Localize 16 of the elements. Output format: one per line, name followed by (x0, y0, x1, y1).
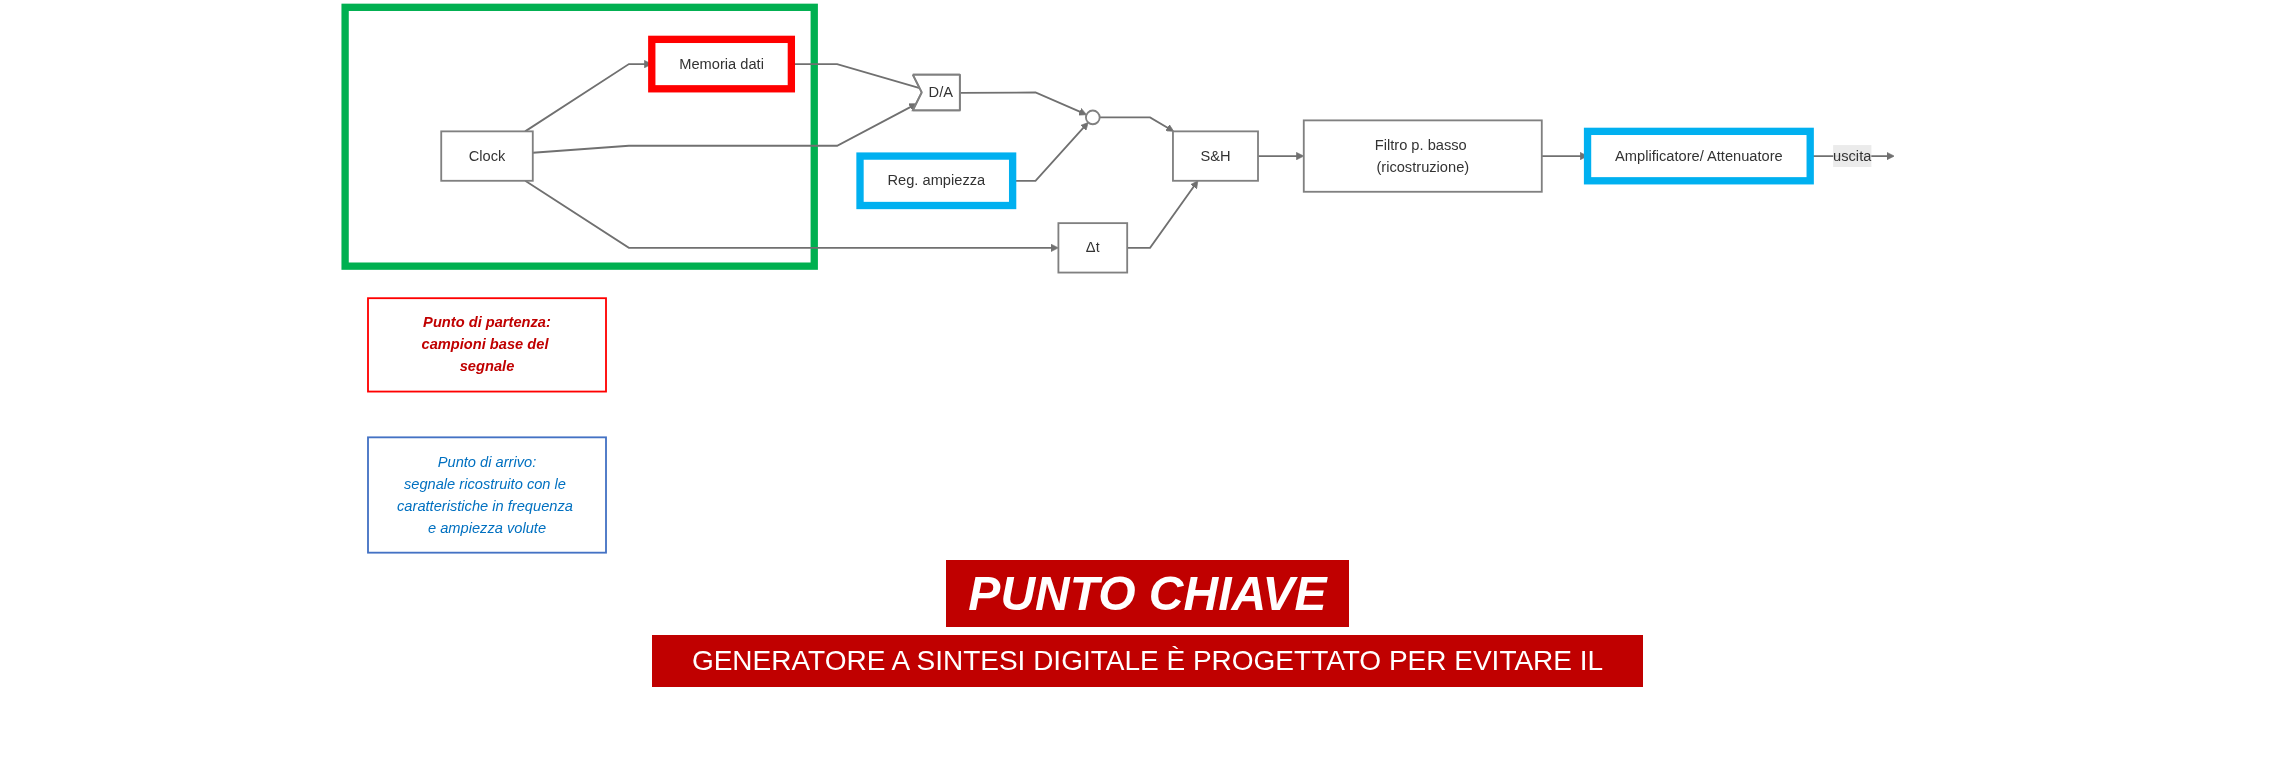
cluster (341, 3, 819, 270)
node-box: Clock (440, 130, 535, 182)
node-box: Filtro p. basso (ricostruzione) (1303, 119, 1544, 193)
node-circle (1085, 109, 1101, 126)
edge-label: uscita (1833, 147, 1872, 164)
node-box: Punto di partenza: campioni base del segnale (367, 297, 608, 393)
node-box: Δt (1057, 222, 1129, 274)
node-box: Reg. ampiezza (856, 152, 1017, 210)
key-point-banner: PUNTO CHIAVE (946, 560, 1349, 627)
node-box: Memoria dati (648, 35, 796, 93)
node-box: Punto di arrivo: segnale ricostruito con le caratteristiche in frequenza e ampiezza volute (367, 436, 608, 554)
note-banner: GENERATORE A SINTESI DIGITALE È PROGETTATO PER EVITARE IL (651, 635, 1644, 687)
arrow (959, 91, 1088, 116)
arrow (1099, 116, 1175, 132)
node-box: S&H (1172, 130, 1260, 182)
node-box: Amplificatore/ Attenuatore (1584, 127, 1815, 185)
